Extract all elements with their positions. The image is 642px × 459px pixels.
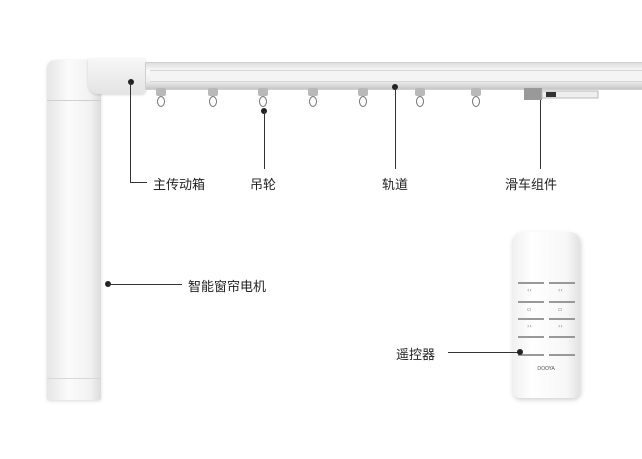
track-rail-groove xyxy=(150,70,642,82)
label-track: 轨道 xyxy=(382,178,409,193)
leader-line xyxy=(264,111,265,169)
pulley-hook xyxy=(257,88,269,108)
curtain-motor xyxy=(47,60,101,400)
pulley-hook xyxy=(307,88,319,108)
leader-line xyxy=(540,100,541,169)
label-pulley: 吊轮 xyxy=(250,178,277,193)
motor-seam xyxy=(47,100,101,101)
leader-line xyxy=(448,352,520,353)
pulley-hook xyxy=(155,88,167,108)
pulley-hook xyxy=(357,88,369,108)
remote-control: ‹‹ ‹‹ ▫ ▫ ›› ›› DOOYA xyxy=(512,232,580,398)
pulley-hook xyxy=(414,88,426,108)
leader-line xyxy=(108,284,182,285)
leader-dot xyxy=(128,79,134,85)
label-remote: 遥控器 xyxy=(396,348,436,363)
leader-line xyxy=(395,87,396,169)
label-gearbox: 主传动箱 xyxy=(153,178,206,193)
leader-dot xyxy=(517,349,523,355)
pulley-hook xyxy=(207,88,219,108)
remote-brand-logo: DOOYA xyxy=(537,366,555,372)
gearbox xyxy=(88,58,146,94)
label-slider: 滑车组件 xyxy=(505,178,558,193)
leader-line xyxy=(130,182,147,183)
pulley-hook xyxy=(470,88,482,108)
motor-seam xyxy=(47,378,101,379)
slider-assembly xyxy=(524,88,599,100)
leader-line xyxy=(130,82,131,182)
label-motor: 智能窗帘电机 xyxy=(188,280,267,295)
